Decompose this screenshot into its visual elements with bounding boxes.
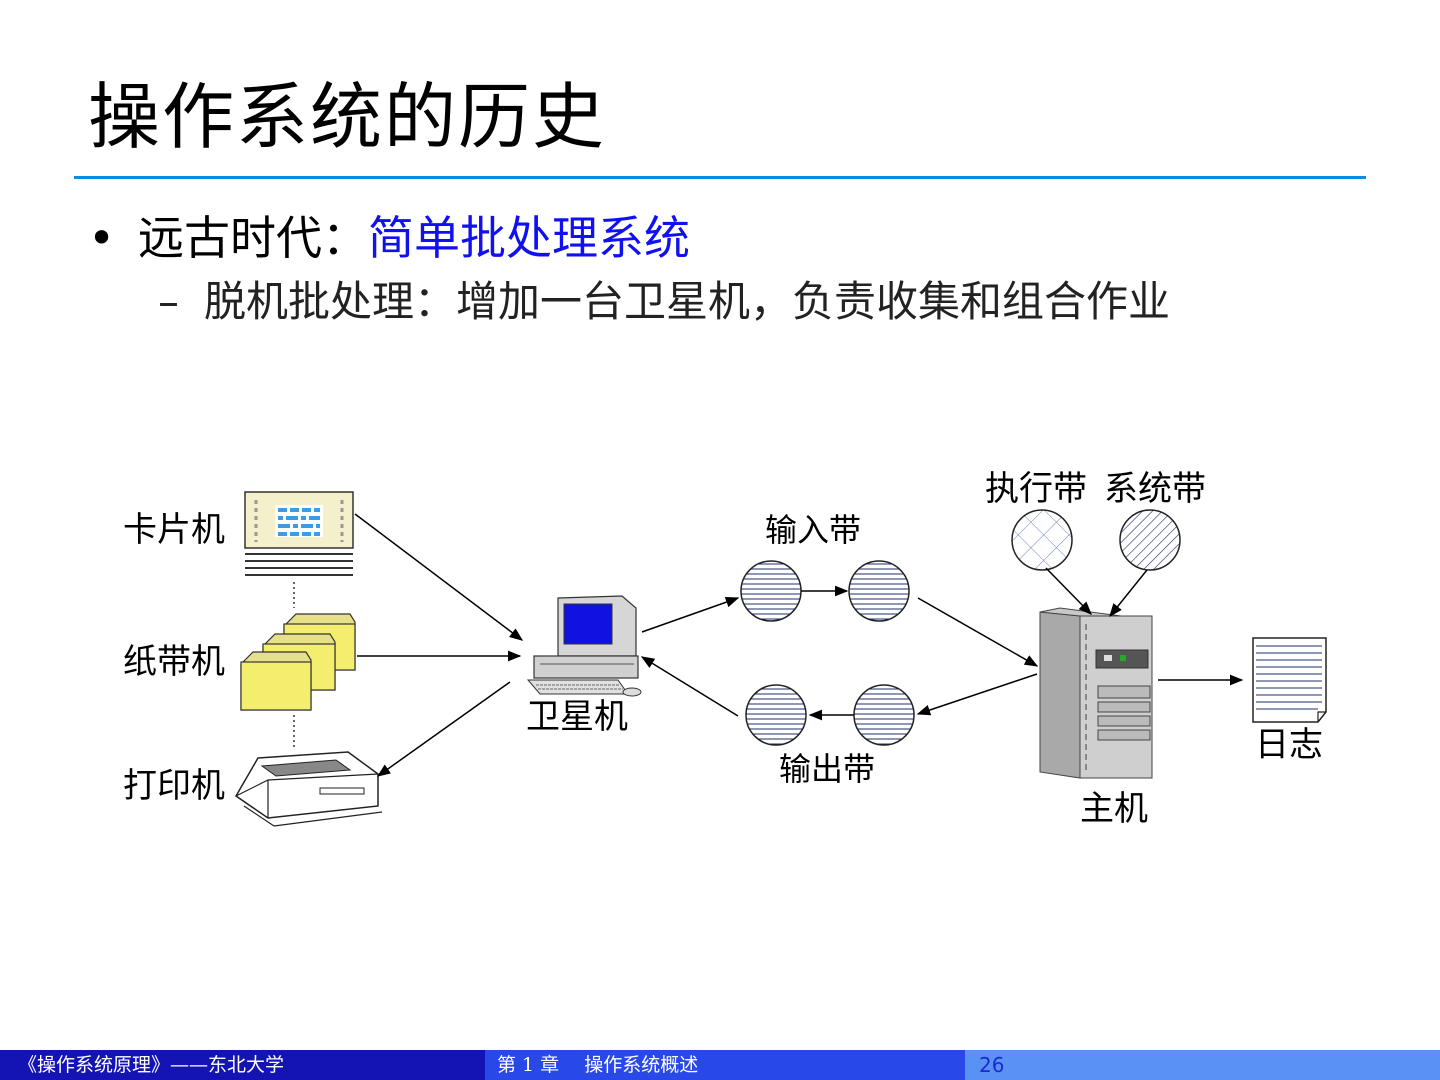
output-tape-label: 输出带 (779, 750, 875, 788)
tape-reader-label: 纸带机 (123, 642, 225, 682)
output-tape-reel (746, 685, 806, 745)
footer-bar: 《操作系统原理》——东北大学 第 1 章 操作系统概述 26 (0, 1050, 1440, 1080)
card-reader-icon (245, 492, 353, 575)
footer-course: 《操作系统原理》——东北大学 (0, 1050, 485, 1080)
exec-tape-label: 执行带 (985, 469, 1087, 509)
system-tape-label: 系统带 (1104, 469, 1206, 509)
printer-label: 打印机 (123, 766, 225, 806)
printer-icon (236, 752, 382, 826)
input-tape-reel (741, 561, 801, 621)
offline-batch-diagram: 卡片机 纸带机 打印机 卫星机 输入带 输出带 执行带 系统带 主机 日志 (0, 0, 1440, 1050)
system-tape-reel (1120, 510, 1180, 570)
host-server-icon (1040, 608, 1152, 778)
input-tape-label: 输入带 (765, 511, 861, 549)
input-tape-reel (849, 561, 909, 621)
footer-page-number: 26 (965, 1050, 1440, 1080)
card-reader-label: 卡片机 (123, 510, 225, 550)
satellite-computer-icon (528, 596, 641, 696)
footer-chapter: 第 1 章 操作系统概述 (485, 1050, 965, 1080)
output-tape-reel (854, 685, 914, 745)
satellite-label: 卫星机 (526, 697, 628, 737)
log-label: 日志 (1255, 725, 1323, 765)
host-label: 主机 (1080, 789, 1148, 829)
exec-tape-reel (1012, 510, 1072, 570)
tape-reader-icon (241, 614, 355, 710)
log-document-icon (1253, 638, 1326, 722)
